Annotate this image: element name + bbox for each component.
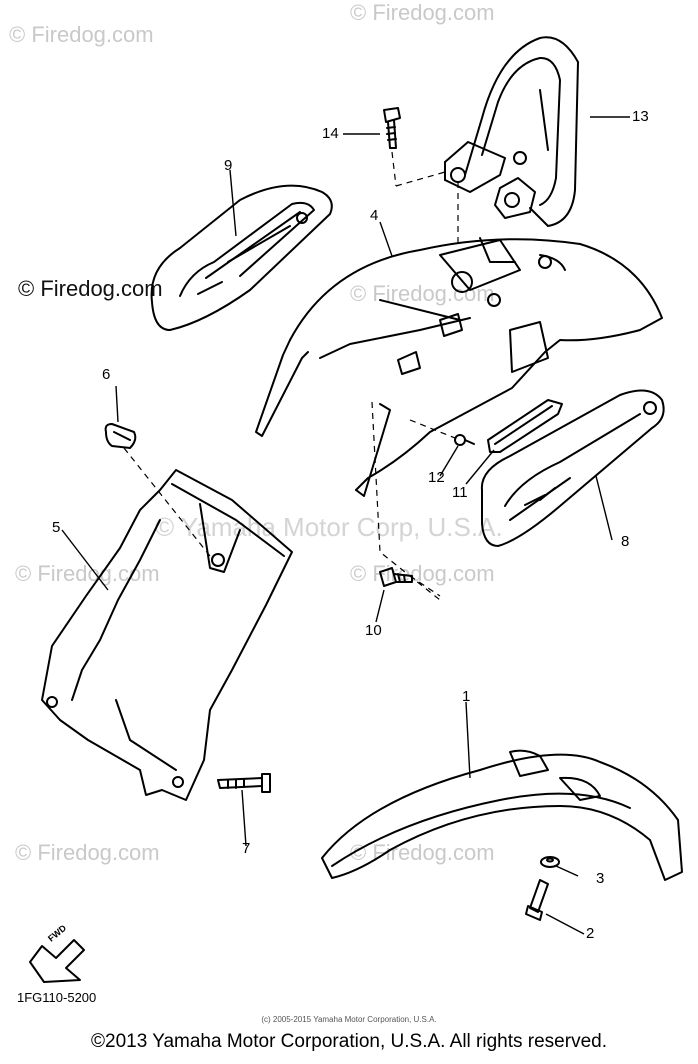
callout-7: 7 — [242, 840, 251, 857]
bolt-part-10 — [379, 567, 413, 587]
callout-9: 9 — [224, 157, 233, 174]
watermark-firedog: © Firedog.com — [15, 561, 160, 586]
grab-bar-part-13 — [444, 36, 579, 227]
callout-4: 4 — [370, 207, 379, 224]
front-fender-part-1 — [321, 749, 683, 881]
clip-part-6 — [104, 423, 137, 449]
watermark-firedog: © Firedog.com — [15, 840, 160, 865]
fwd-arrow-icon — [29, 939, 85, 983]
bolt-part-14 — [383, 107, 401, 149]
small-copyright: (c) 2005-2015 Yamaha Motor Corporation, … — [261, 1015, 437, 1024]
mud-guard-part-5 — [41, 469, 293, 801]
callout-11: 11 — [452, 484, 468, 501]
rear-fender-part-4 — [255, 237, 663, 497]
reference-code: 1FG110-5200 — [17, 990, 97, 1005]
watermark-firedog: © Firedog.com — [9, 22, 154, 47]
watermark-yamaha: © Yamaha Motor Corp, U.S.A. — [155, 512, 503, 542]
bolt-part-12 — [454, 434, 475, 446]
leader-lines — [61, 116, 630, 935]
callout-2: 2 — [586, 925, 595, 942]
callout-1: 1 — [462, 688, 471, 705]
callout-8: 8 — [621, 533, 630, 550]
callout-13: 13 — [632, 108, 649, 125]
callout-6: 6 — [102, 366, 111, 383]
callout-12: 12 — [428, 469, 445, 486]
side-cover-part-8 — [480, 389, 665, 547]
callout-3: 3 — [596, 870, 605, 887]
callout-14: 14 — [322, 125, 339, 142]
callout-5: 5 — [52, 519, 61, 536]
bracket-part-11 — [487, 399, 563, 453]
watermark-firedog: © Firedog.com — [350, 561, 495, 586]
footer-copyright: ©2013 Yamaha Motor Corporation, U.S.A. A… — [91, 1031, 607, 1052]
watermark-firedog: © Firedog.com — [350, 0, 495, 25]
guide-lines — [123, 151, 461, 601]
washer-part-3 — [540, 856, 560, 868]
watermark-firedog: © Firedog.com — [18, 276, 163, 301]
bolt-part-2 — [525, 879, 549, 921]
callout-10: 10 — [365, 622, 382, 639]
bolt-part-7 — [217, 773, 271, 793]
side-cover-part-9 — [150, 184, 333, 331]
